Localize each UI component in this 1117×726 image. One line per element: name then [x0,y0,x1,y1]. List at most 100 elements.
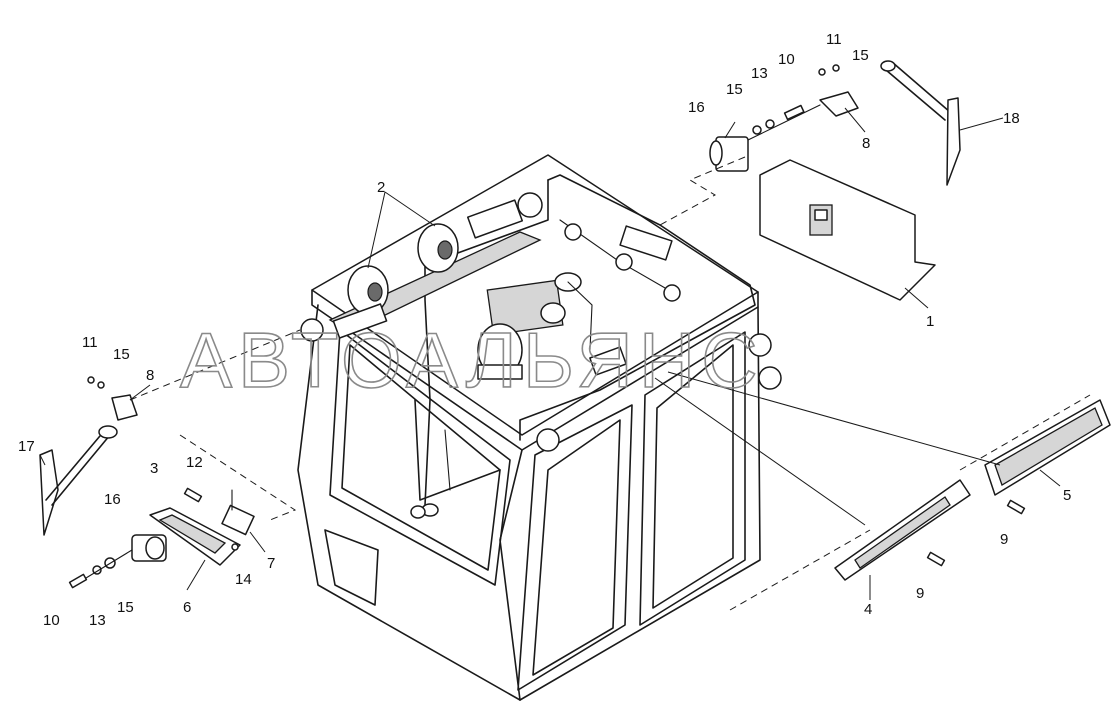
lamp-16-lens [145,536,165,560]
fan-right-hub [437,240,453,260]
leader-7 [249,531,266,553]
left-arm-joint [98,425,118,439]
bracket-7 [221,504,255,536]
left-mirror-17 [39,449,59,536]
grommet [615,253,633,271]
grille-arrow-line-2 [667,371,1001,466]
callout-15-left-top: 15 [113,346,130,363]
screw-9-upper [1006,499,1026,515]
left-mirror-group [39,329,301,536]
left-mirror-arm [45,429,106,501]
item-2-fan-assembly [328,199,542,339]
callout-5: 5 [1063,487,1071,504]
grille-path-lower [729,529,871,611]
callout-18: 18 [1003,110,1020,127]
leader-5 [1039,469,1061,487]
callout-12: 12 [186,454,203,471]
right-lockwasher-13 [765,119,775,129]
right-mirror-18 [946,97,961,186]
left-window-inner [341,344,501,571]
harness-clip-right-lower [758,366,782,390]
cab-right-wall [519,306,761,701]
left-bracket-8 [111,394,138,421]
callout-6: 6 [183,599,191,616]
left-mirror-path [129,329,301,401]
callout-13-right: 13 [751,65,768,82]
left-lamp-group [68,434,297,589]
item-1-trim-panel [759,159,936,301]
roof-box [466,199,524,239]
right-lamp-lens [709,140,723,166]
right-assembly-path [659,156,746,226]
screw-3 [183,487,203,503]
right-mirror-group [659,60,961,226]
left-window-frame [329,329,511,586]
right-arm-end [880,60,896,72]
right-bolt-10 [783,104,805,121]
callout-10-left: 10 [43,612,60,629]
harness-roof-branch [567,281,593,351]
trim-panel-switch-key [814,209,828,221]
right-screw-11 [818,68,826,76]
cab-left-wall [297,304,521,701]
rear-frame [414,399,501,501]
left-lamp-path [179,434,297,521]
leader-2b [384,191,436,227]
grille-group [654,371,1111,611]
right-washer-15b [832,64,840,72]
left-washer-15 [97,381,105,389]
harness-clip-left [300,318,324,342]
leader-6 [186,559,206,591]
lower-side-opening [324,529,379,606]
leader-8-right [844,107,866,133]
leader-lines [39,107,1061,600]
callout-15-right-a: 15 [726,81,743,98]
fan-bracket [332,303,388,339]
grille-path-upper [959,394,1091,471]
callout-16-right: 16 [688,99,705,116]
callout-3: 3 [150,460,158,477]
roof-switch-box [589,346,627,376]
callout-1: 1 [926,313,934,330]
housing-6-inner [158,514,227,554]
left-screw-11 [87,376,95,384]
roof-clip [517,192,543,218]
front-window-right [639,331,746,626]
wiring-harness [300,174,782,519]
leader-8-left [129,384,151,401]
harness-clip-right [748,333,772,357]
front-window-left-inner [532,419,621,676]
grille-5-slots [994,407,1103,486]
right-mirror-arm-2 [891,61,951,113]
right-bracket-8 [819,91,859,117]
callout-15-left-bottom: 15 [117,599,134,616]
harness-main [519,174,756,441]
nut-14 [231,543,239,551]
fan-left-hub [367,282,383,302]
callouts: 1 2 3 4 5 6 7 8 8 9 9 10 10 11 11 12 13 … [18,31,1071,629]
front-window-left [517,404,633,691]
callout-11-right: 11 [826,31,842,48]
left-mirror-arm-2 [51,434,111,506]
callout-11-left: 11 [82,334,98,351]
trim-panel [759,159,936,301]
right-washer-15 [752,125,762,135]
watermark: АВТОАЛЬЯНС [180,316,764,404]
leader-2a [367,191,386,269]
rear-frame-inner [444,429,451,491]
harness-clip-front [536,428,560,452]
dome-lamp [619,225,673,261]
callout-15-right-b: 15 [852,47,869,64]
cab-body [297,154,761,701]
callout-16-left: 16 [104,491,121,508]
callout-14: 14 [235,571,252,588]
callout-9-b: 9 [1000,531,1008,548]
left-lamp-axis [85,549,133,579]
cab-front-corner-post [499,449,523,701]
callout-17: 17 [18,438,35,455]
callout-13-left: 13 [89,612,106,629]
callout-4: 4 [864,601,872,618]
beacon-base [477,364,523,380]
callout-8-left: 8 [146,367,154,384]
